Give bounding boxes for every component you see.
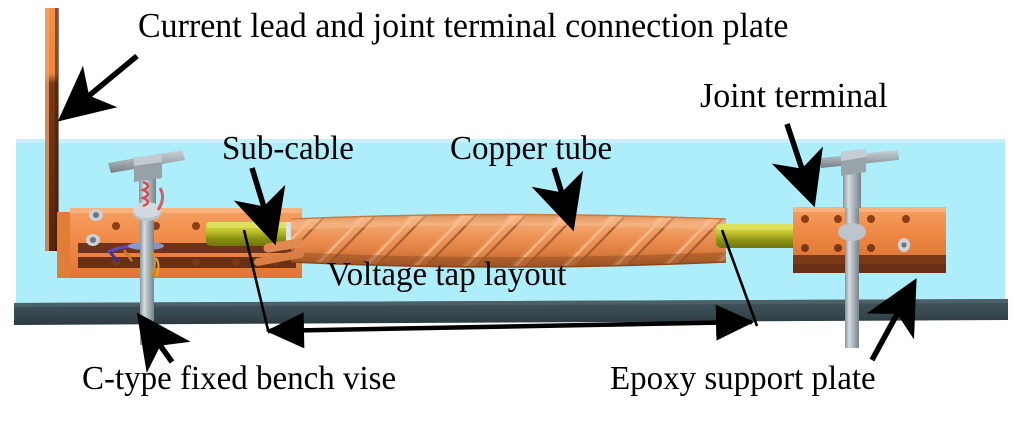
arrow-bench-vise [136, 312, 191, 373]
label-voltage-tap-layout: Voltage tap layout [327, 256, 567, 293]
sub-cable-right [716, 224, 810, 248]
label-joint-terminal: Joint terminal [700, 76, 888, 115]
arrow-joint-terminal [771, 123, 823, 208]
left-bench-vise [108, 150, 185, 345]
plate-bolt [86, 234, 100, 246]
arrow-sub-cable [233, 167, 286, 246]
leader-sub-cable [242, 229, 270, 331]
arrow-epoxy-plate [866, 278, 917, 362]
label-sub-cable: Sub-cable [222, 130, 354, 167]
current-lead-bar [45, 8, 59, 251]
twisted-copper-tube [254, 213, 727, 268]
label-epoxy-support-plate: Epoxy support plate [610, 360, 876, 397]
plate-bolt [89, 209, 103, 221]
arrow-current-lead [57, 53, 139, 122]
right-bench-vise [820, 149, 899, 348]
voltage-tap-dimension-arrow [242, 229, 759, 349]
arrow-copper-tube [531, 167, 584, 232]
label-copper-tube: Copper tube [450, 130, 613, 167]
label-c-type-bench-vise: C-type fixed bench vise [82, 360, 397, 397]
right-connection-plate [793, 207, 946, 273]
label-current-lead: Current lead and joint terminal connecti… [138, 6, 789, 45]
annotation-arrows [57, 53, 917, 373]
plate-bolt [898, 238, 910, 252]
